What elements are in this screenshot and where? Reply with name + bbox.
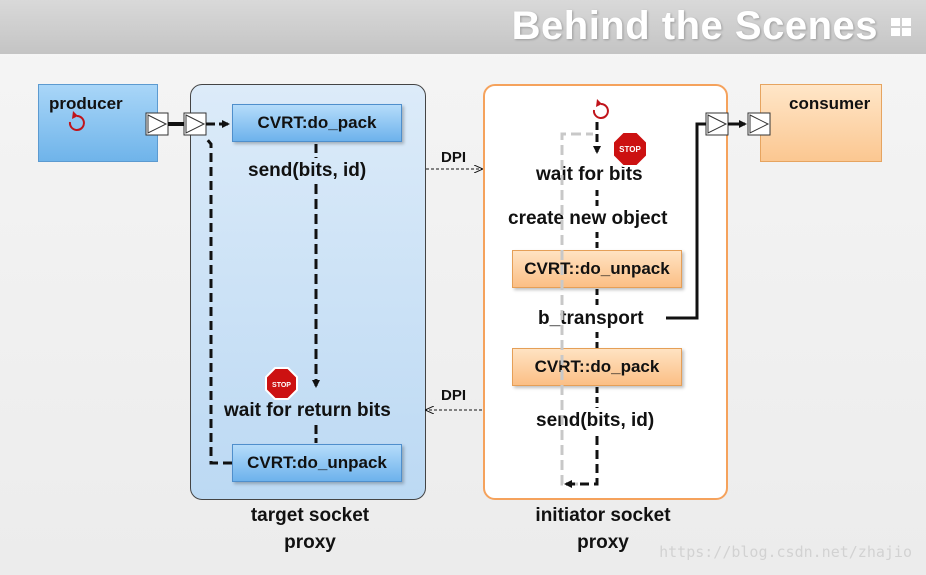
producer-label: producer xyxy=(49,94,123,113)
producer-socket-port-icon xyxy=(145,112,169,136)
target-socket-port-icon xyxy=(183,112,207,136)
initiator-socket-port-icon xyxy=(705,112,729,136)
target-wait-return-text: wait for return bits xyxy=(224,400,391,421)
initiator-b-transport-text: b_transport xyxy=(538,308,644,329)
target-do-pack-block: CVRT:do_pack xyxy=(232,104,402,142)
target-socket-caption: target socket proxy xyxy=(190,502,430,556)
initiator-stop-text: STOP xyxy=(619,145,641,154)
dpi-back-label: DPI xyxy=(441,387,467,404)
consumer-socket-port-icon xyxy=(747,112,771,136)
target-socket-proxy-panel xyxy=(190,84,426,500)
target-do-unpack-block: CVRT:do_unpack xyxy=(232,444,402,482)
target-stop-text: STOP xyxy=(272,382,291,389)
dpi-forward-label: DPI xyxy=(441,149,467,166)
watermark: https://blog.csdn.net/zhajio xyxy=(659,543,912,561)
initiator-loop-back-path xyxy=(560,132,593,486)
target-caption-line1: target socket xyxy=(250,505,370,526)
grid-icon xyxy=(891,18,913,38)
initiator-stop-sign-icon: STOP xyxy=(612,131,648,167)
initiator-send-text: send(bits, id) xyxy=(536,410,655,431)
producer-loop-arrow-icon xyxy=(68,111,85,131)
slide-title: Behind the Scenes xyxy=(511,4,878,48)
b-transport-route xyxy=(666,122,706,320)
initiator-do-pack-block: CVRT::do_pack xyxy=(512,348,682,386)
initiator-loop-arrow-icon xyxy=(592,99,609,119)
target-stop-sign-icon: STOP xyxy=(265,367,298,400)
consumer-label: consumer xyxy=(789,94,871,113)
producer-block: producer xyxy=(38,84,158,162)
title-bar xyxy=(0,0,926,54)
target-caption-line2: proxy xyxy=(284,532,336,553)
initiator-create-object-text: create new object xyxy=(508,208,668,229)
initiator-caption-line2: proxy xyxy=(577,532,629,553)
initiator-socket-caption: initiator socket proxy xyxy=(483,502,723,556)
initiator-flow-end-arrow xyxy=(564,436,599,488)
initiator-socket-proxy-panel xyxy=(483,84,728,500)
target-return-path xyxy=(204,137,232,465)
target-send-text: send(bits, id) xyxy=(248,160,367,181)
initiator-caption-line1: initiator socket xyxy=(535,505,671,526)
